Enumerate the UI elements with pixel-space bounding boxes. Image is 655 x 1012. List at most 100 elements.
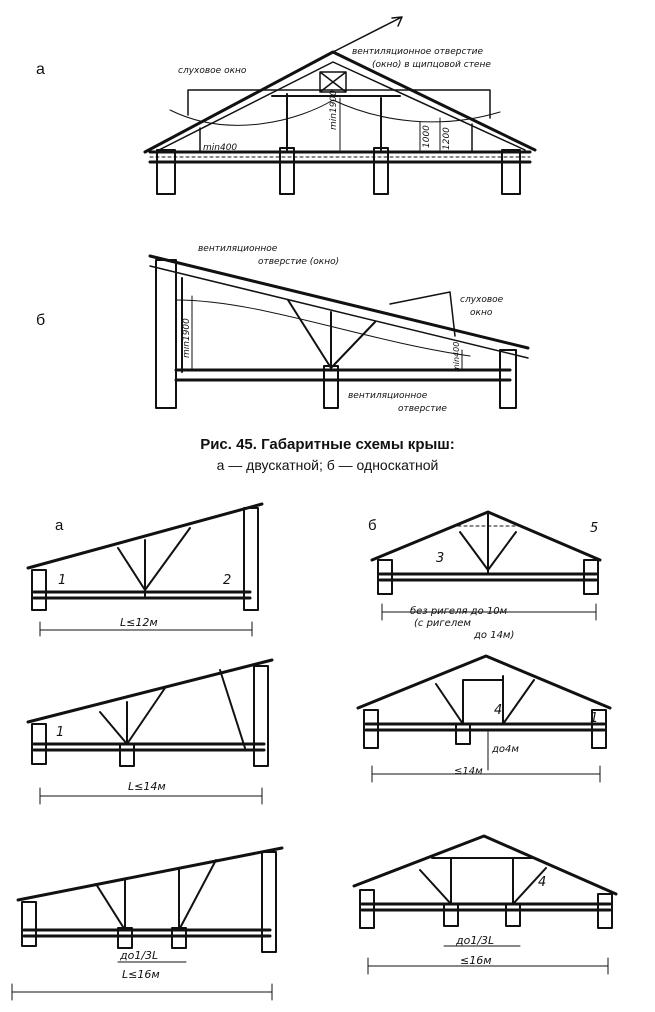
right-wall: [501, 149, 521, 195]
center-post-1: [279, 147, 295, 195]
truss-a2-post-base: [119, 743, 135, 767]
vent-arrow: [332, 16, 403, 53]
truss-b2-note: до4м: [491, 744, 519, 755]
truss-b3-beam: [360, 902, 612, 912]
truss-a3-span: L≤16м: [122, 968, 160, 981]
truss-b2-beam: [364, 722, 606, 732]
shed-dormer-label-1: слуховое: [460, 295, 504, 305]
bottom-a-letter: а: [55, 517, 64, 534]
truss-a1: 1 2 L≤12м: [26, 502, 264, 637]
shed-center-post: [323, 365, 339, 409]
truss-a1-left-wall: [31, 569, 47, 611]
truss-b3-left-wall: [359, 889, 375, 929]
dimension-lines: [339, 97, 441, 151]
figure-caption-subtitle: а — двускатной; б — односкатной: [216, 457, 439, 473]
truss-a1-span-line: [39, 621, 253, 637]
left-wall: [156, 149, 176, 195]
truss-b1-note-3: до 14м): [473, 630, 514, 641]
truss-b3-span: ≤16м: [460, 954, 492, 967]
truss-b3-span-lines: [367, 945, 609, 975]
truss-b3-right-wall: [597, 893, 613, 929]
truss-a3-span-lines: [11, 961, 273, 1001]
vent-label-2: (окно) в щипцовой стене: [372, 60, 491, 70]
truss-a2-span: L≤14м: [128, 780, 166, 793]
truss-b3-post-2: [505, 903, 521, 927]
shed-struts: [181, 277, 376, 373]
truss-a2-beam: [32, 742, 266, 752]
truss-a2-span-line: [39, 787, 263, 805]
shed-right-wall: [499, 349, 517, 409]
shed-vent-top-1: вентиляционное: [198, 244, 278, 254]
truss-a3-struts: [95, 859, 217, 931]
truss-a2: 1 L≤14м: [26, 658, 274, 805]
dormer-label: слуховое окно: [178, 66, 247, 76]
shed-dim-min1900: min1900: [182, 318, 192, 358]
truss-a3-left-wall: [21, 901, 37, 947]
shed-airflow: [175, 299, 471, 357]
shed-vent-bottom-1: вентиляционное: [348, 391, 428, 401]
truss-b3-note: до1/3L: [455, 934, 494, 947]
shed-roof-top: [148, 254, 530, 350]
truss-b2-roof: [356, 654, 612, 710]
knee-walls: [199, 123, 473, 153]
ridge-vent-opening: [319, 71, 347, 93]
truss-a3-roof: [16, 846, 284, 902]
truss-a1-struts: [117, 527, 191, 597]
truss-b2-struts: [435, 675, 535, 725]
bottom-b-letter: б: [368, 517, 377, 534]
truss-a2-struts: [99, 669, 246, 749]
roof-posts: [271, 93, 401, 151]
truss-a2-right-wall: [253, 665, 269, 767]
truss-a2-left-wall: [31, 723, 47, 765]
truss-b1-struts: [459, 511, 517, 575]
truss-b1-note-1: без ригеля до 10м: [410, 605, 508, 617]
truss-b2-left-wall: [363, 709, 379, 749]
truss-b3-label-4: 4: [538, 875, 546, 890]
truss-b2-span-line: [371, 731, 601, 783]
truss-b1-span-line: [381, 603, 597, 621]
shed-dormer: [389, 291, 456, 337]
truss-a1-span: L≤12м: [120, 616, 158, 629]
truss-a2-label-1: 1: [56, 725, 64, 740]
truss-b1-right-wall: [583, 559, 599, 595]
figure-caption-title: Рис. 45. Габаритные схемы крыш:: [200, 436, 455, 453]
floor-beam: [148, 150, 532, 164]
truss-b2-right-wall: [591, 709, 607, 749]
bottom-col-b: б 3 5 без ригеля до 10м (с ригелем до 14…: [352, 510, 618, 975]
shed-dim-min400: min400: [452, 342, 461, 372]
truss-b1: 3 5 без ригеля до 10м (с ригелем до 14м): [370, 510, 602, 641]
gable-wall-outline: [187, 89, 491, 119]
dim-min400: min400: [203, 143, 237, 153]
shed-floor-beam: [174, 368, 512, 382]
dim-1000: 1000: [422, 125, 432, 148]
center-post-2: [373, 147, 389, 195]
truss-b1-label-5: 5: [590, 521, 598, 536]
truss-b2-label-1: 1: [590, 711, 598, 726]
truss-b3-roof: [352, 834, 618, 896]
shed-vent-top-2: отверстие (окно): [258, 257, 339, 267]
truss-b2-post-base: [455, 723, 471, 745]
truss-b2-span: ≤14м: [454, 766, 483, 777]
truss-b3-struts: [419, 857, 547, 905]
truss-a1-label-1: 1: [58, 573, 66, 588]
truss-a3: до1/3L L≤16м: [11, 846, 284, 1001]
scheme-b-shed-roof: б min1900 min400 вентиляционное отверсти…: [36, 244, 530, 414]
dormer-line: [169, 99, 501, 126]
truss-b3: 4 до1/3L ≤16м: [352, 834, 618, 975]
truss-b1-roof: [370, 510, 602, 562]
scheme-b-letter: б: [36, 312, 45, 329]
truss-a3-beam: [22, 928, 272, 938]
truss-a1-roof: [26, 502, 264, 570]
dim-min1900: min1900: [329, 90, 339, 130]
scheme-a-letter: а: [36, 61, 45, 78]
truss-a2-roof: [26, 658, 274, 724]
truss-a1-beam: [32, 590, 252, 600]
shed-dormer-label-2: окно: [470, 308, 493, 318]
truss-a3-right-wall: [261, 851, 277, 953]
truss-a1-label-2: 2: [223, 573, 231, 588]
bottom-col-a: а 1 2 L≤12м 1 L≤14м: [11, 502, 284, 1001]
truss-b2: 4 1 до4м ≤14м: [356, 654, 612, 783]
truss-a3-note: до1/3L: [119, 949, 158, 962]
dim-1200: 1200: [442, 127, 452, 150]
